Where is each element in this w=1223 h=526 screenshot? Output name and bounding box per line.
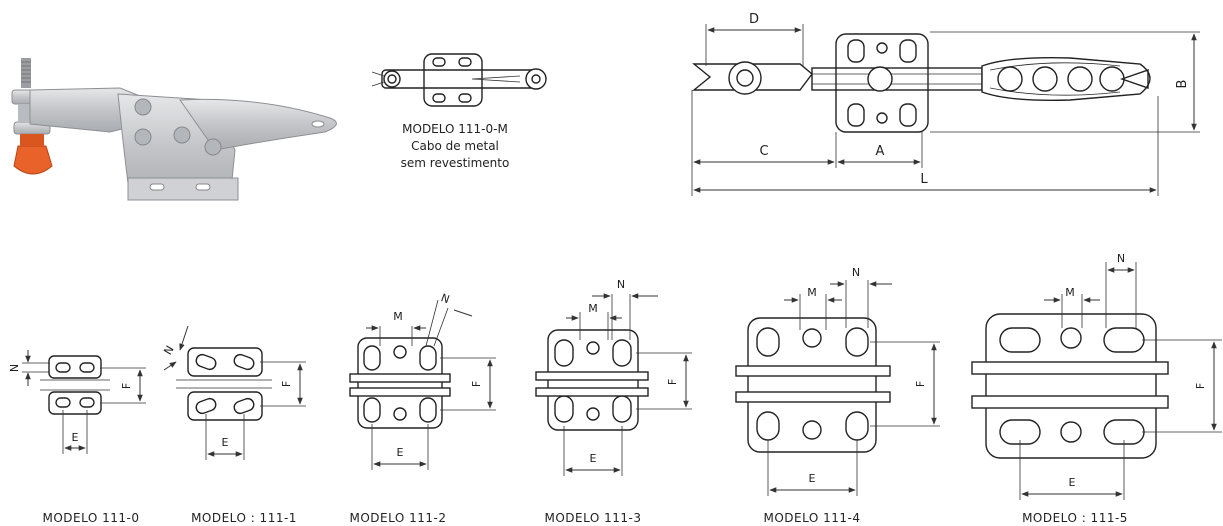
dim-E-111-3: E [590, 452, 597, 465]
dim-N-111-2: N [439, 291, 451, 306]
dim-N-111-1: N [161, 343, 176, 357]
dim-B: B [1175, 80, 1190, 89]
dim-E-111-1: E [222, 436, 229, 449]
dim-M-111-4: M [807, 286, 817, 299]
dim-F-111-5: F [1194, 383, 1207, 389]
model-111-3-drawing: M N F E [535, 278, 692, 476]
dim-E-111-0: E [72, 431, 79, 444]
dim-A: A [876, 144, 885, 159]
model-label-111-2: MODELO 111-2 [349, 511, 446, 525]
model-label-111-1: MODELO : 111-1 [191, 511, 297, 525]
dim-L: L [920, 172, 928, 187]
dim-M-111-5: M [1065, 286, 1075, 299]
dim-M-111-3: M [588, 302, 598, 315]
caption-line-1: MODELO 111-0-M [402, 122, 508, 136]
model-111-0-drawing: N F E [8, 350, 146, 454]
dim-N-111-5: N [1117, 252, 1125, 265]
dim-F-111-1: F [280, 381, 293, 387]
clamp-top-view-drawing-icon [371, 53, 547, 107]
main-dimension-drawing: D B C A L [691, 12, 1200, 196]
dim-F-111-3: F [666, 379, 679, 385]
dim-N-111-0: N [8, 364, 21, 372]
toggle-clamp-photo-icon [11, 58, 337, 201]
model-111-2-drawing: M N F E [349, 291, 496, 470]
model-111-4-drawing: M N F E [735, 266, 940, 496]
caption-line-2: Cabo de metal [411, 139, 499, 153]
dim-N-111-3: N [617, 278, 625, 291]
dim-F-111-2: F [470, 381, 483, 387]
dim-D: D [749, 12, 759, 27]
dim-F-111-4: F [914, 381, 927, 387]
dim-E-111-2: E [397, 446, 404, 459]
model-label-111-5: MODELO : 111-5 [1022, 511, 1128, 525]
model-label-111-0: MODELO 111-0 [42, 511, 139, 525]
dim-N-111-4: N [852, 266, 860, 279]
dim-F-111-0: F [120, 383, 133, 389]
model-111-1-drawing: N F E [161, 325, 306, 460]
caption-line-3: sem revestimento [401, 156, 510, 170]
model-label-111-3: MODELO 111-3 [544, 511, 641, 525]
dim-E-111-4: E [809, 472, 816, 485]
model-111-5-drawing: M N F E [971, 252, 1222, 500]
dim-M-111-2: M [393, 310, 403, 323]
dim-E-111-5: E [1069, 476, 1076, 489]
dim-C: C [759, 144, 768, 159]
model-label-111-4: MODELO 111-4 [763, 511, 860, 525]
